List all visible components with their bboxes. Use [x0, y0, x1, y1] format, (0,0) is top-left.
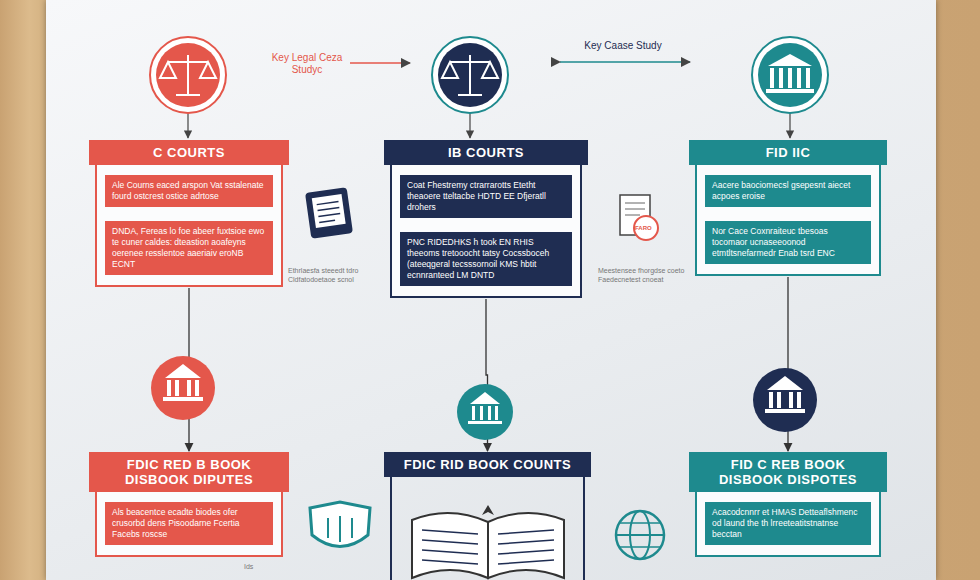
box-text: Aacere baociomecsl gsepesnt aiecet acpoe… [712, 180, 864, 202]
banner-heading: C COURTS [89, 140, 289, 165]
top-arrow [560, 61, 690, 63]
box-text: Coat Fhestremy ctrarrarotts Etetht theao… [407, 180, 565, 213]
panel-box: FID C REB BOOK DISBOOK DISPOTESAcacodcnn… [695, 452, 881, 557]
panel-box: FID IICAacere baociomecsl gsepesnt aiece… [695, 140, 881, 276]
top-arrow [350, 62, 410, 64]
process-box: Coat Fhestremy ctrarrarotts Etetht theao… [400, 175, 572, 218]
note-text: Meestensee fhorgdse coeto Faedecnetest c… [598, 266, 692, 284]
process-box: Nor Cace Coxnraiteuc tbesoas tocomaor uc… [705, 221, 871, 264]
panel-box: IB COURTSCoat Fhestremy ctrarrarotts Ete… [390, 140, 582, 298]
process-box: Aacere baociomecsl gsepesnt aiecet acpoe… [705, 175, 871, 207]
courthouse-circle [752, 37, 828, 138]
box-text: Acacodcnnrr et HMAS Detteaflshmenc od la… [712, 507, 864, 540]
panel-box: FDIC RID BOOK COUNTS [390, 452, 585, 580]
note-text: FARO [635, 224, 657, 232]
banner-heading: FDIC RED B BOOK DISBOOK DIPUTES [89, 452, 289, 492]
process-box: PNC RIDEDHKS h took EN RHIS theeoms tret… [400, 232, 572, 286]
scale-circle [150, 37, 226, 138]
panel-box: FDIC RED B BOOK DISBOOK DIPUTESAls beace… [95, 452, 283, 557]
seal-document-icon [620, 195, 658, 240]
box-text: PNC RIDEDHKS h took EN RHIS theeoms tret… [407, 237, 565, 281]
globe-icon [616, 511, 664, 559]
document-icon [305, 187, 353, 238]
key-label: Key Caase Study [578, 40, 668, 52]
banner-heading: FDIC RID BOOK COUNTS [384, 452, 591, 477]
box-text: Nor Cace Coxnraiteuc tbesoas tocomaor uc… [712, 226, 864, 259]
process-box: Acacodcnnrr et HMAS Detteaflshmenc od la… [705, 502, 871, 545]
process-box: DNDA, Fereas lo foe abeer fuxtsioe ewo t… [105, 221, 273, 275]
note-text: Ethrlaesfa steeedt tdro Cldfatodoetaoe s… [288, 266, 380, 284]
box-text: DNDA, Fereas lo foe abeer fuxtsioe ewo t… [112, 226, 266, 270]
note-text: Ids [244, 562, 274, 571]
building-circle [151, 356, 215, 420]
key-label: Key Legal Ceza Studyc [262, 52, 352, 76]
process-box: Ale Courns eaced arspon Vat sstalenate f… [105, 175, 273, 207]
scale-circle [432, 37, 508, 138]
process-box: Als beacentce ecadte biodes ofer crusorb… [105, 502, 273, 545]
building-circle [753, 368, 817, 432]
panel-box: C COURTSAle Courns eaced arspon Vat ssta… [95, 140, 283, 287]
box-text: Ale Courns eaced arspon Vat sstalenate f… [112, 180, 266, 202]
box-text: Als beacentce ecadte biodes ofer crusorb… [112, 507, 266, 540]
banner-heading: FID C REB BOOK DISBOOK DISPOTES [689, 452, 887, 492]
building-circle [457, 384, 513, 440]
banner-heading: FID IIC [689, 140, 887, 165]
banner-heading: IB COURTS [384, 140, 588, 165]
open-book [412, 505, 564, 578]
shield-icon [310, 502, 370, 547]
